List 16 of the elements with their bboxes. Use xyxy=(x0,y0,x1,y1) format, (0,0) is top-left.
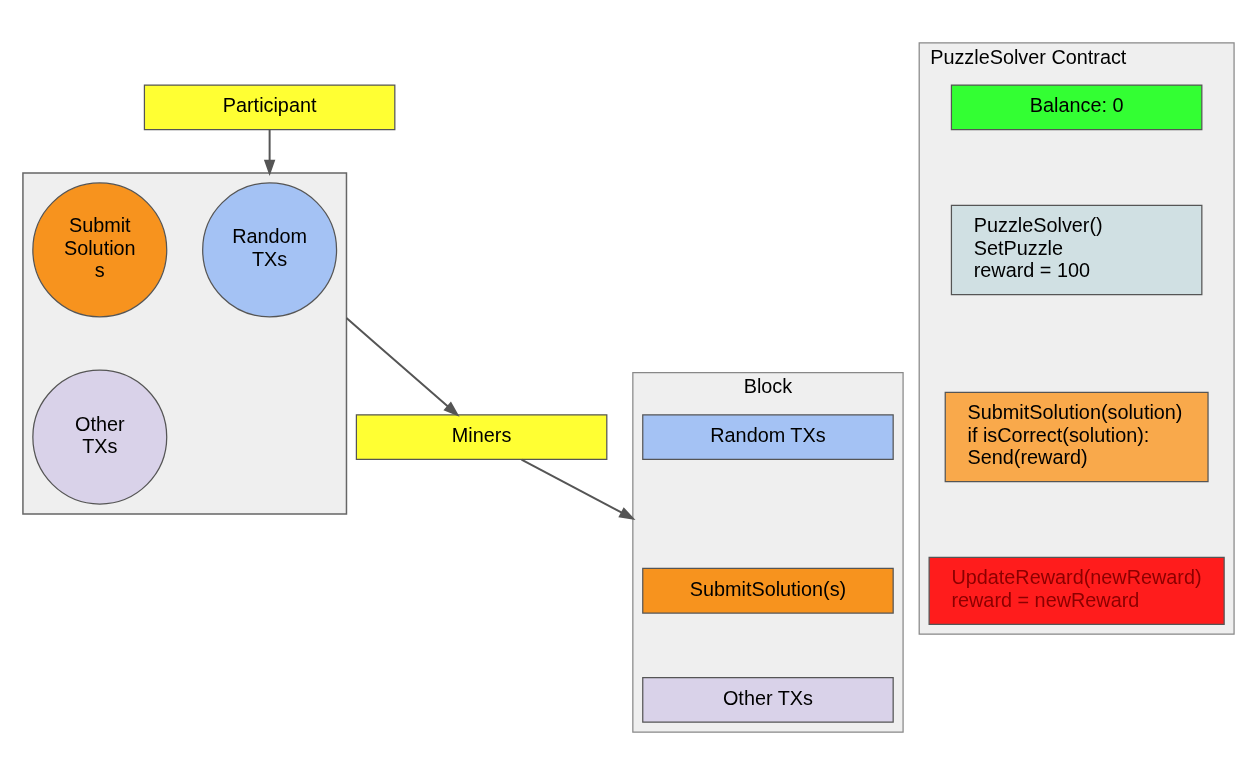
node-circle: Other TXs xyxy=(32,369,168,505)
arrow xyxy=(345,317,460,417)
cluster xyxy=(22,172,348,515)
arrow xyxy=(520,458,636,520)
node-box: Random TXs xyxy=(642,414,894,460)
node-box: Balance: 0 xyxy=(950,84,1203,131)
node-box: Miners xyxy=(355,414,608,460)
node-box: UpdateReward(newReward) reward = newReward xyxy=(928,556,1225,625)
node-box: SubmitSolution(s) xyxy=(642,567,894,614)
node-circle: Submit Solution s xyxy=(32,182,168,318)
node-box: Other TXs xyxy=(642,676,894,723)
node-box: PuzzleSolver() SetPuzzle reward = 100 xyxy=(950,204,1203,296)
node-box: SubmitSolution(solution) if isCorrect(solution): Send(reward) xyxy=(944,391,1209,483)
node-box: Participant xyxy=(143,84,396,131)
node-circle: Random TXs xyxy=(202,182,338,318)
arrow xyxy=(263,128,276,177)
